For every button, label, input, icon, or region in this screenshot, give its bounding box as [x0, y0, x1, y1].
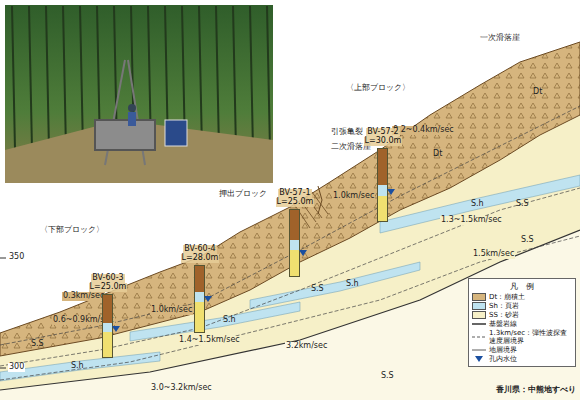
borehole-label: BV-57-2 — [366, 128, 399, 137]
caption: 香川県：中熊地すべり — [496, 384, 576, 395]
legend-symbol — [472, 320, 486, 328]
borehole-column — [102, 294, 113, 358]
legend-row: 基盤岩線 — [472, 320, 572, 328]
borehole: BV-60-4L=28.0m — [181, 245, 220, 333]
velocity-label: 1.3~1.5km/sec — [440, 216, 503, 225]
borehole-label: BV-57-1 — [278, 189, 311, 198]
water-level — [112, 326, 122, 332]
feature-label: 一次滑落崖 — [479, 34, 521, 43]
layer-label: S.S — [30, 340, 45, 349]
legend-row: SS：砂岩 — [472, 311, 572, 319]
velocity-label: 0.3km/sec — [62, 292, 105, 301]
legend-row: 孔内水位 — [472, 355, 572, 363]
legend-swatch — [472, 302, 486, 310]
legend: 凡 例Dt：崩積土Sh：頁岩SS：砂岩基盤岩線1.3km/sec：弾性波探査速度… — [468, 278, 576, 367]
legend-text: Sh：頁岩 — [489, 302, 519, 310]
layer-label: Dt — [432, 150, 443, 159]
velocity-label: 1.0km/sec — [150, 306, 193, 315]
legend-text: 基盤岩線 — [489, 320, 517, 328]
legend-text: 1.3km/sec：弾性波探査速度層境界 — [489, 329, 572, 345]
legend-text: 孔内水位 — [489, 355, 517, 363]
borehole-label: L=30.0m — [364, 137, 403, 146]
feature-label: 押出ブロック — [218, 190, 268, 199]
layer-label: S.S — [520, 236, 535, 245]
legend-swatch — [472, 293, 486, 301]
elevation-label: 350 — [8, 253, 25, 262]
legend-text: SS：砂岩 — [489, 311, 519, 319]
legend-row: 1.3km/sec：弾性波探査速度層境界 — [472, 329, 572, 345]
feature-label: 〈上部ブロック〉 — [345, 84, 411, 93]
velocity-label: 3.0~3.2km/sec — [150, 384, 213, 393]
water-level — [204, 296, 214, 302]
feature-label: 〈下部ブロック〉 — [39, 226, 105, 235]
elevation-label: 300 — [8, 363, 25, 372]
water-level — [299, 250, 309, 256]
velocity-label: 1.0km/sec — [332, 192, 375, 201]
legend-title: 凡 例 — [472, 281, 572, 292]
legend-row: 地層境界 — [472, 346, 572, 354]
layer-label: S.S — [380, 372, 395, 381]
borehole-column — [289, 209, 300, 277]
legend-text: 地層境界 — [489, 346, 517, 354]
feature-label: 引張亀裂 — [330, 128, 364, 137]
borehole: BV-57-2L=30.0m — [364, 128, 403, 222]
layer-label: S.h — [470, 200, 485, 209]
velocity-label: 1.4~1.5km/sec — [178, 336, 241, 345]
legend-text: Dt：崩積土 — [489, 293, 525, 301]
layer-label: S.S — [515, 200, 530, 209]
borehole-label: BV-60-3 — [91, 274, 124, 283]
velocity-label: 3.2km/sec — [285, 342, 328, 351]
legend-swatch — [472, 311, 486, 319]
legend-row: Dt：崩積土 — [472, 293, 572, 301]
layer-label: S.S — [310, 285, 325, 294]
velocity-label: 1.5km/sec — [472, 250, 515, 259]
layer-label: S.h — [70, 362, 85, 371]
borehole-label: L=28.0m — [181, 254, 220, 263]
layer-label: S.h — [345, 280, 360, 289]
borehole-label: L=25.0m — [89, 283, 128, 292]
legend-symbol — [472, 355, 486, 363]
layer-label: S.h — [222, 316, 237, 325]
legend-symbol — [472, 333, 486, 341]
legend-symbol — [472, 346, 486, 354]
layer-label: Dt — [532, 88, 543, 97]
borehole-label: BV-60-4 — [183, 245, 216, 254]
borehole: BV-60-3L=25.0m — [89, 274, 128, 358]
borehole: BV-57-1L=25.0m — [276, 189, 315, 277]
legend-row: Sh：頁岩 — [472, 302, 572, 310]
velocity-label: 0.2~0.4km/sec — [392, 126, 455, 135]
borehole-column — [194, 265, 205, 333]
borehole-label: L=25.0m — [276, 198, 315, 207]
water-level — [387, 189, 397, 195]
borehole-column — [377, 148, 388, 222]
